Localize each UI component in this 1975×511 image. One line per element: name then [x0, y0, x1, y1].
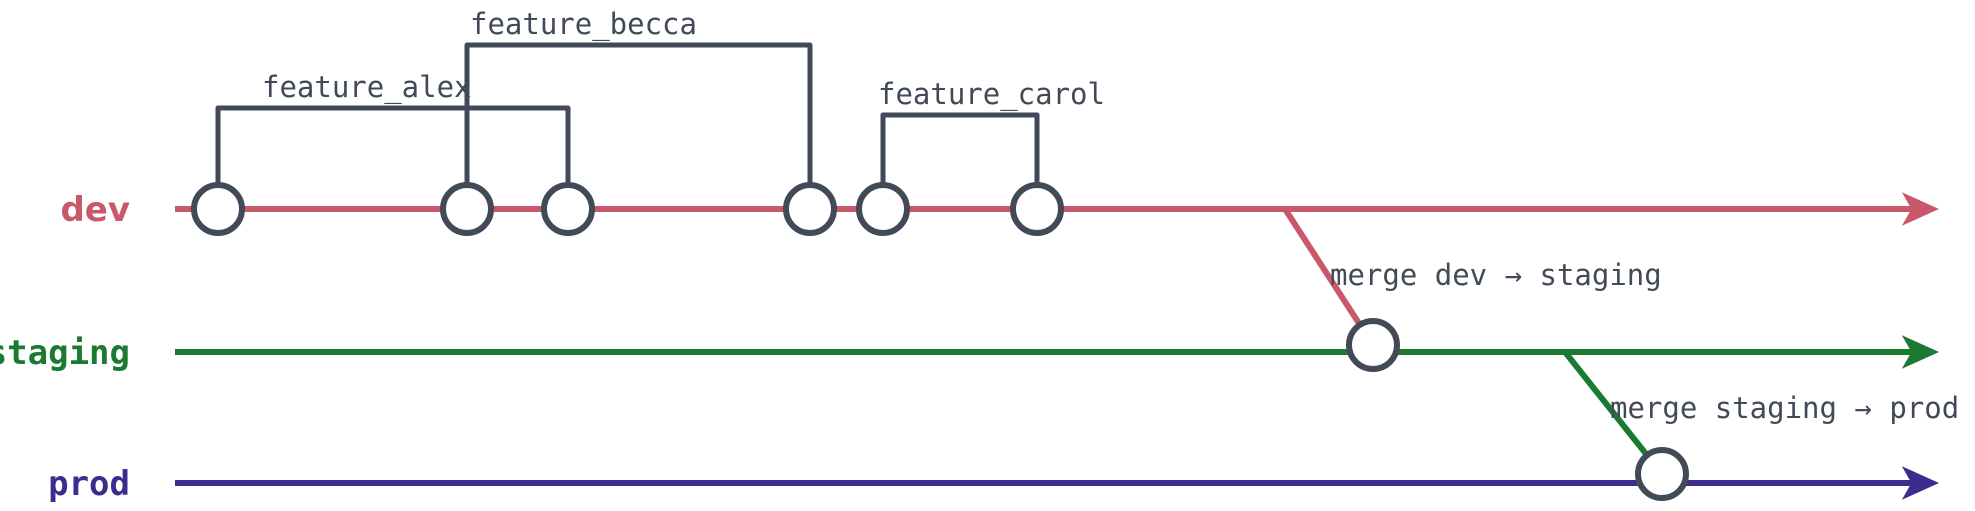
commit-node-group: [191, 182, 1689, 501]
merge-label-group: merge dev → staging merge staging → prod: [1330, 258, 1959, 425]
feature-label-becca: feature_becca: [470, 7, 697, 42]
commit-node-dev-1[interactable]: [191, 182, 245, 236]
commit-node-dev-2[interactable]: [440, 182, 494, 236]
commit-node-dev-6[interactable]: [1010, 182, 1064, 236]
feature-bracket-carol: [880, 112, 1040, 188]
feature-bracket-becca: [464, 42, 813, 188]
feature-label-carol: feature_carol: [878, 77, 1105, 112]
branch-label-staging: staging: [0, 333, 130, 373]
feature-bracket-alex: [215, 105, 571, 188]
commit-node-dev-5[interactable]: [856, 182, 910, 236]
commit-node-staging-merge[interactable]: [1346, 318, 1400, 372]
branch-label-group: dev staging prod: [0, 190, 130, 504]
branch-label-prod: prod: [48, 464, 130, 504]
feature-bracket-group: [215, 42, 1040, 188]
commit-node-dev-4[interactable]: [783, 182, 837, 236]
commit-node-dev-3[interactable]: [541, 182, 595, 236]
commit-node-prod-merge[interactable]: [1635, 447, 1689, 501]
merge-connector-group: [1282, 206, 1665, 477]
merge-label-staging-prod: merge staging → prod: [1610, 391, 1959, 425]
branch-label-dev: dev: [60, 190, 130, 230]
feature-label-alex: feature_alex: [262, 70, 472, 105]
feature-label-group: feature_alex feature_becca feature_carol: [262, 7, 1105, 112]
branch-line-group: [175, 192, 1939, 500]
merge-label-dev-staging: merge dev → staging: [1330, 258, 1662, 292]
